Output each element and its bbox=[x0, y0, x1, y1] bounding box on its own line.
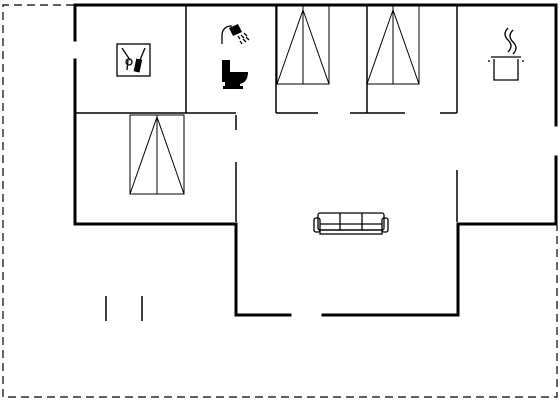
utility-icon bbox=[116, 43, 151, 77]
double-bed-icon bbox=[129, 114, 185, 195]
double-bed-icon bbox=[276, 5, 330, 85]
terrace-gate-posts bbox=[105, 296, 143, 321]
toilet-icon bbox=[222, 60, 248, 89]
terrace-outline bbox=[2, 4, 558, 398]
exterior-walls bbox=[73, 3, 558, 317]
shower-icon bbox=[221, 24, 250, 45]
double-bed-icon bbox=[366, 5, 420, 85]
cooking-pot-icon bbox=[488, 27, 524, 81]
sofa-icon bbox=[313, 212, 389, 235]
interior-walls bbox=[76, 6, 458, 222]
